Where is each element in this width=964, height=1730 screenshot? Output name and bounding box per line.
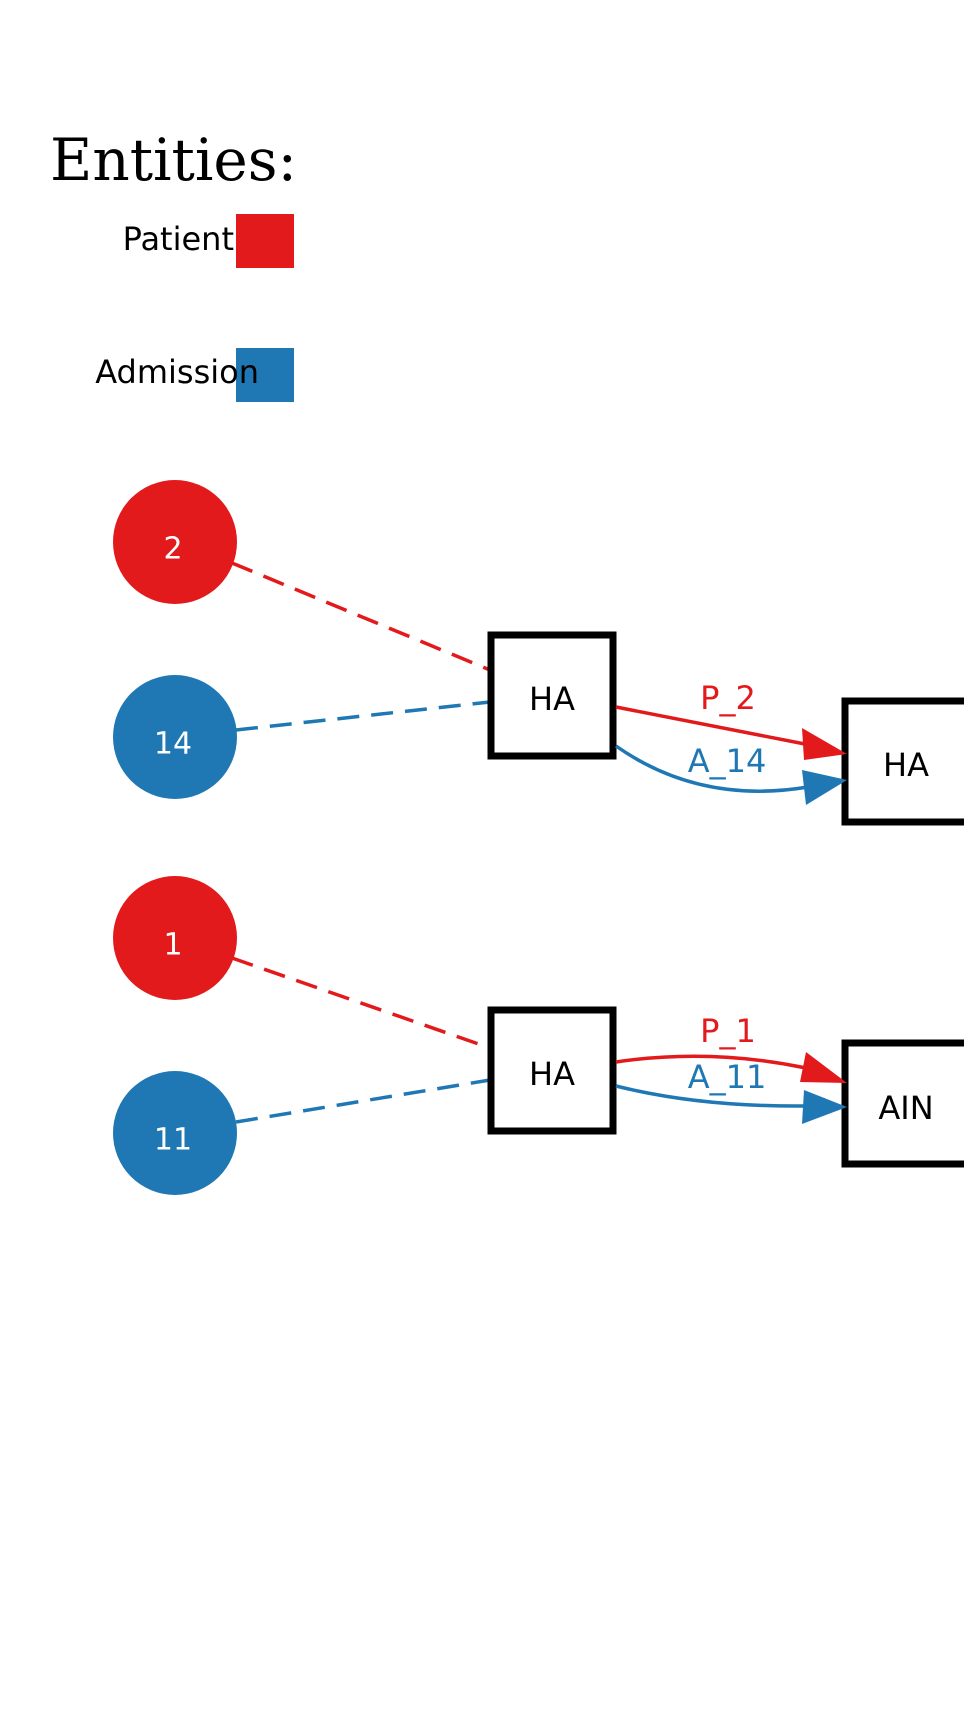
edge-p2[interactable] <box>615 705 811 747</box>
entity-node-14[interactable]: 14 <box>113 675 237 799</box>
legend-label-patient: Patient <box>123 220 234 258</box>
entity-node-2[interactable]: 2 <box>113 480 237 604</box>
entity-node-11[interactable]: 11 <box>113 1071 237 1195</box>
link-entity-11 <box>235 1078 491 1124</box>
activity-label: AIN <box>878 1089 933 1127</box>
legend-swatch-patient <box>236 214 294 268</box>
entity-label: 14 <box>154 727 192 762</box>
activity-box-1[interactable]: HA <box>487 631 617 760</box>
edge-label-p2: P_2 <box>700 679 756 717</box>
activity-label: HA <box>529 680 575 718</box>
activity-box-2[interactable]: HA <box>841 697 964 826</box>
legend-title: Entities: <box>50 126 297 194</box>
edge-label-a11: A_11 <box>688 1058 767 1096</box>
entity-node-1[interactable]: 1 <box>113 876 237 1000</box>
edge-a14[interactable] <box>614 744 809 793</box>
legend-label-admission: Admission <box>95 353 259 391</box>
entity-label: 11 <box>154 1123 192 1158</box>
edge-p1[interactable] <box>615 1054 807 1070</box>
activity-label: HA <box>883 746 929 784</box>
activity-label: HA <box>529 1055 575 1093</box>
edge-label-a14: A_14 <box>688 742 767 780</box>
edge-label-p1: P_1 <box>700 1012 756 1050</box>
entity-label: 2 <box>163 532 182 567</box>
link-entity-1 <box>231 956 491 1050</box>
activity-box-4[interactable]: AIN <box>841 1039 964 1168</box>
legend-swatch-admission <box>236 348 294 402</box>
edge-p2-arrowhead <box>802 728 847 760</box>
edge-p1-arrowhead <box>800 1052 847 1083</box>
link-entity-2 <box>231 561 491 672</box>
edge-a14-arrowhead <box>802 770 847 805</box>
activity-box-3[interactable]: HA <box>487 1006 617 1135</box>
edge-a11-arrowhead <box>802 1090 847 1124</box>
edge-a11[interactable] <box>615 1084 807 1108</box>
entity-label: 1 <box>163 928 182 963</box>
link-entity-14 <box>235 700 491 732</box>
